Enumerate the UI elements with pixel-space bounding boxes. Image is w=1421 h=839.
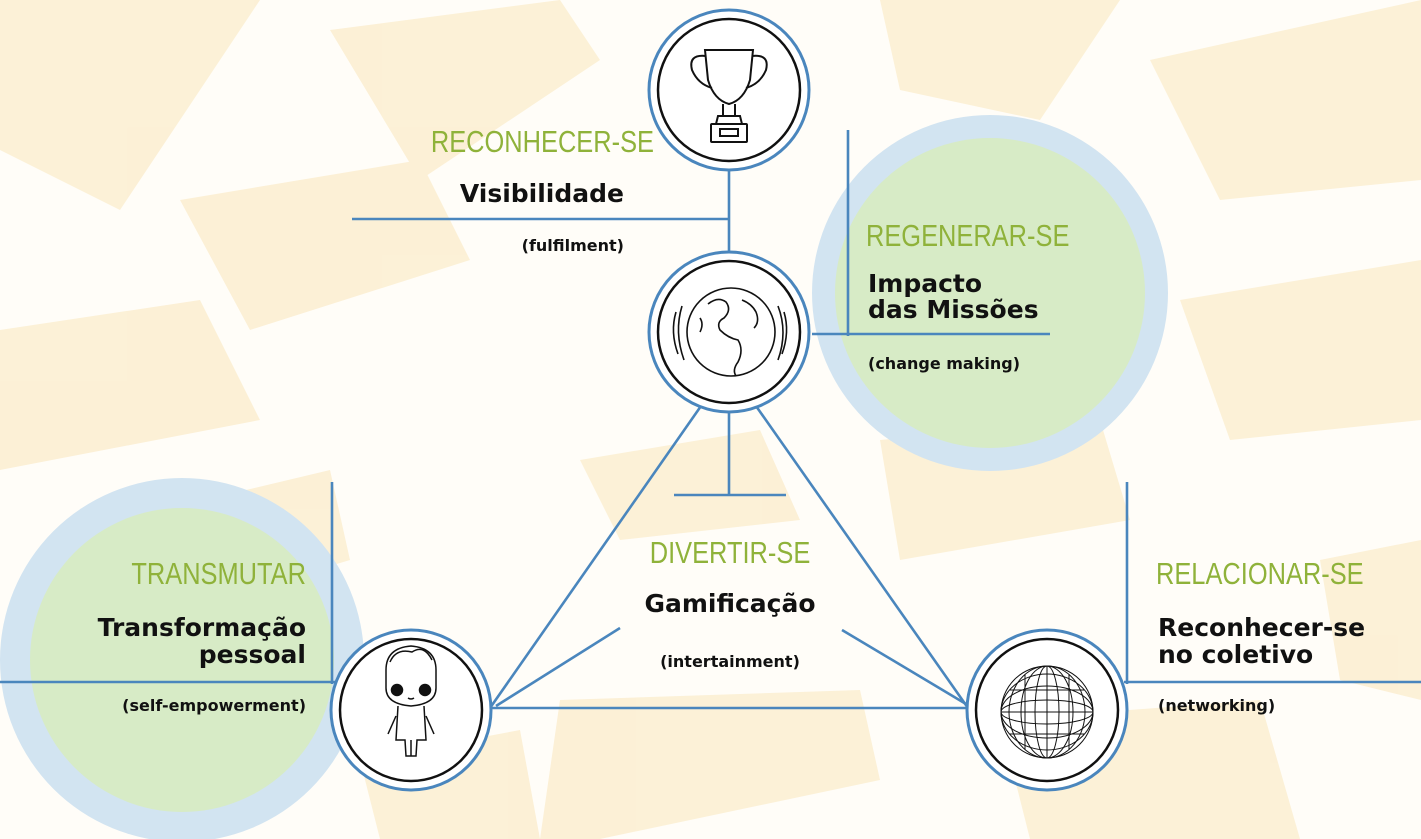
node-top: [647, 8, 811, 172]
trophy-icon: [690, 49, 768, 143]
node-left: [329, 628, 493, 792]
halo-transmutar: [0, 478, 364, 839]
reconhecer-heading: RECONHECER-SE: [430, 124, 654, 159]
divertir-heading: DIVERTIR-SE: [649, 535, 811, 570]
relacionar-subtitle: (networking): [1158, 696, 1276, 715]
relacionar-title-line2: no coletivo: [1158, 640, 1314, 669]
divertir-subtitle: (intertainment): [660, 652, 800, 671]
cartoon-person-icon: [385, 645, 437, 757]
connector-lines: [0, 130, 1421, 710]
reconhecer-title: Visibilidade: [459, 179, 624, 208]
halo-regenerar: [812, 115, 1168, 471]
node-center: [647, 250, 811, 414]
relacionar-heading: RELACIONAR-SE: [1156, 556, 1364, 591]
regenerar-subtitle: (change making): [868, 354, 1020, 373]
reconhecer-subtitle: (fulfilment): [521, 236, 624, 255]
regenerar-heading: REGENERAR-SE: [866, 218, 1070, 253]
regenerar-title-line2: das Missões: [868, 295, 1039, 324]
transmutar-title-line1: Transformação: [97, 613, 306, 642]
divertir-title: Gamificação: [644, 589, 816, 618]
regenerar-title-line1: Impacto: [868, 269, 983, 298]
globe-icon: [672, 287, 788, 377]
wireframe-sphere-icon: [1000, 665, 1094, 759]
transmutar-title-line2: pessoal: [198, 640, 306, 669]
transmutar-subtitle: (self-empowerment): [122, 696, 306, 715]
relacionar-title-line1: Reconhecer-se: [1158, 613, 1366, 642]
transmutar-heading: TRANSMUTAR: [131, 556, 306, 591]
